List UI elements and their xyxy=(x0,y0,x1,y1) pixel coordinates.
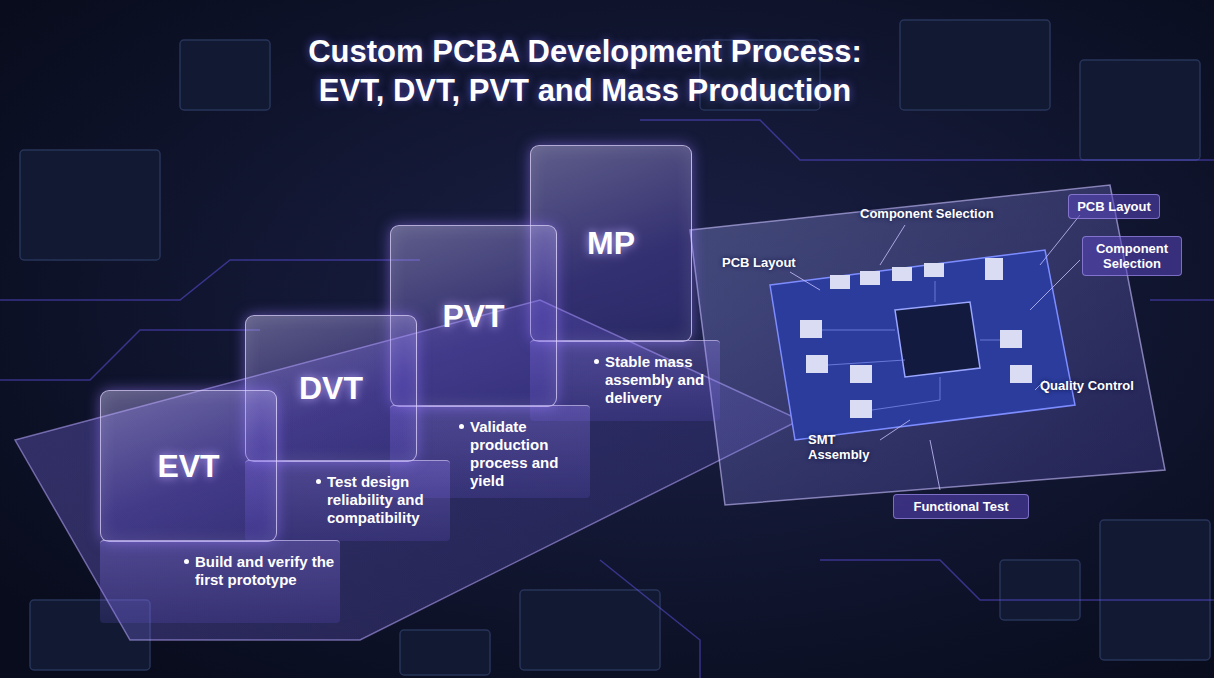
stage-description: Validate production process and yield xyxy=(470,418,582,490)
step-base xyxy=(15,300,800,640)
stage-step: PVT Validate production process and yield xyxy=(390,225,590,497)
bullet-dot xyxy=(594,359,599,364)
tag-box: PCB Layout xyxy=(1068,194,1160,219)
bullet-item: Stable mass assembly and delivery xyxy=(605,353,717,407)
callout-label: PCB Layout xyxy=(722,255,812,270)
tag-text: Component Selection xyxy=(1091,241,1173,271)
bullet-dot xyxy=(459,424,464,429)
tag-box: Functional Test xyxy=(893,494,1029,519)
glass-plate xyxy=(690,185,1165,505)
tag-box: Component Selection xyxy=(1082,236,1182,276)
callout-label: Quality Control xyxy=(1040,378,1150,393)
stage-heading: MP xyxy=(587,225,635,262)
bullet-dot xyxy=(316,479,321,484)
stage-description: Stable mass assembly and delivery xyxy=(605,353,717,407)
stage-heading: DVT xyxy=(299,370,363,407)
tag-text: PCB Layout xyxy=(1077,199,1151,214)
traces xyxy=(0,120,1214,678)
stage-step: MP Stable mass assembly and delivery xyxy=(530,145,720,420)
glass-panel: EVT xyxy=(100,390,277,542)
pcb-board xyxy=(770,250,1075,440)
stage-heading: EVT xyxy=(157,448,219,485)
chips xyxy=(20,20,1210,675)
stage-heading: PVT xyxy=(442,298,504,335)
title: Custom PCBA Development Process: EVT, DV… xyxy=(285,32,885,110)
bullet-item: Test design reliability and compatibilit… xyxy=(327,473,445,527)
stage-description: Test design reliability and compatibilit… xyxy=(327,473,445,527)
bullet-item: Build and verify the first prototype xyxy=(195,553,335,589)
callout-label: SMT Assembly xyxy=(808,432,883,462)
tag-text: Functional Test xyxy=(902,499,1020,514)
floor-tile: Build and verify the first prototype xyxy=(100,540,340,623)
bullet-item: Validate production process and yield xyxy=(470,418,582,490)
callout-label: Component Selection xyxy=(860,206,1010,221)
leader-lines xyxy=(790,215,1080,490)
stage-step: EVT Build and verify the first prototype xyxy=(100,390,340,622)
bullet-dot xyxy=(184,559,189,564)
stage-description: Build and verify the first prototype xyxy=(195,553,335,589)
